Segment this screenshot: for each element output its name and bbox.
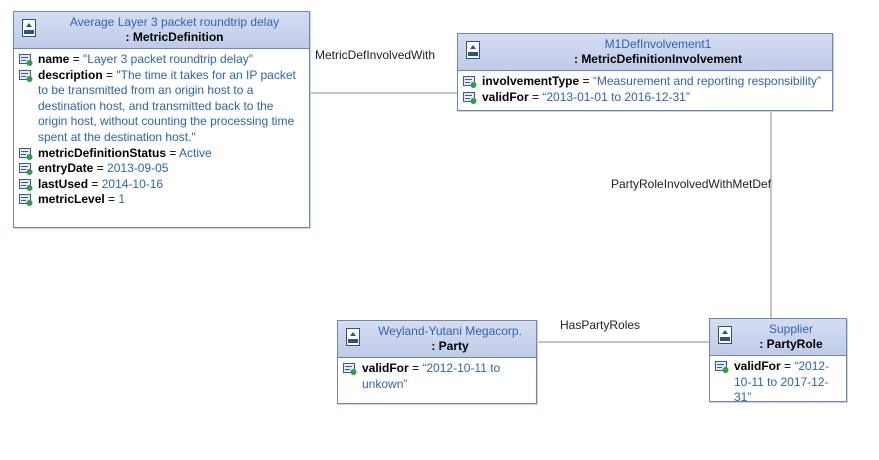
metric-definition-header: Average Layer 3 packet roundtrip delay :… xyxy=(14,12,309,49)
attribute-row[interactable]: metricDefinitionStatus = Active xyxy=(18,146,305,162)
party-header: Weyland-Yutani Megacorp. : Party xyxy=(338,321,536,358)
attribute-name: validFor xyxy=(482,89,529,104)
metric-involvement-header: M1DefInvolvement1 : MetricDefinitionInvo… xyxy=(458,34,832,71)
object-class-name: : PartyRole xyxy=(759,337,823,351)
attribute-name: involvementType xyxy=(482,74,580,88)
metric-involvement-object[interactable]: M1DefInvolvement1 : MetricDefinitionInvo… xyxy=(457,33,833,111)
attribute-name: metricDefinitionStatus xyxy=(38,145,167,160)
attribute-icon xyxy=(715,361,729,373)
attribute-row[interactable]: entryDate = 2013-09-05 xyxy=(18,161,305,177)
object-icon xyxy=(466,41,480,59)
attribute-row[interactable]: description = "The time it takes for an … xyxy=(18,68,305,146)
object-class-name: : MetricDefinitionInvolvement xyxy=(573,52,743,66)
attribute-value: “2012-10-11 to unkown” xyxy=(362,361,501,391)
attribute-value: Active xyxy=(179,145,212,160)
object-icon xyxy=(346,328,360,346)
attribute-icon xyxy=(19,194,33,207)
attribute-value: "The time it takes for an IP packet to b… xyxy=(38,67,296,144)
attribute-value: “2012-10-11 to 2017-12-31” xyxy=(734,359,830,405)
attribute-row[interactable]: validFor = “2012-10-11 to 2017-12-31” xyxy=(714,359,842,406)
link-label-involvement-role: PartyRoleInvolvedWithMetDef xyxy=(611,177,772,191)
party-role-header: Supplier : PartyRole xyxy=(710,319,846,356)
attribute-icon xyxy=(343,363,357,375)
metric-definition-attributes: name = "Layer 3 packet roundtrip delay" … xyxy=(14,49,309,211)
object-instance-name: M1DefInvolvement1 xyxy=(604,37,712,51)
attribute-icon xyxy=(19,178,33,191)
attribute-row[interactable]: validFor = “2012-10-11 to unkown” xyxy=(342,361,532,392)
link-label-party-role: HasPartyRoles xyxy=(560,318,641,332)
attribute-name: validFor xyxy=(362,361,409,375)
attribute-name: entryDate xyxy=(38,161,94,176)
attribute-row[interactable]: validFor = “2013-01-01 to 2016-12-31” xyxy=(462,90,828,106)
attribute-row[interactable]: metricLevel = 1 xyxy=(18,192,305,208)
object-class-name: : MetricDefinition xyxy=(125,30,224,44)
attribute-icon xyxy=(19,147,33,160)
attribute-value: 1 xyxy=(118,192,126,207)
attribute-icon xyxy=(19,163,33,176)
attribute-name: name xyxy=(38,52,70,66)
attribute-name: lastUsed xyxy=(38,176,89,191)
attribute-icon xyxy=(19,69,33,82)
attribute-icon xyxy=(19,54,33,66)
attribute-value: 2014-10-16 xyxy=(101,176,164,191)
object-instance-name: Supplier xyxy=(768,322,814,336)
metric-involvement-attributes: involvementType = “Measurement and repor… xyxy=(458,71,832,108)
attribute-row[interactable]: name = "Layer 3 packet roundtrip delay" xyxy=(18,52,305,68)
object-class-name: : Party xyxy=(431,339,469,353)
party-object[interactable]: Weyland-Yutani Megacorp. : Party validFo… xyxy=(337,320,537,404)
party-role-object[interactable]: Supplier : PartyRole validFor = “2012-10… xyxy=(709,318,847,404)
attribute-name: validFor xyxy=(734,359,781,373)
attribute-row[interactable]: lastUsed = 2014-10-16 xyxy=(18,177,305,193)
link-label-metric-involvement: MetricDefInvolvedWith xyxy=(315,48,436,62)
object-instance-name: Average Layer 3 packet roundtrip delay xyxy=(69,15,280,29)
attribute-icon xyxy=(463,91,477,104)
attribute-value: “Measurement and reporting responsibilit… xyxy=(592,74,821,88)
metric-definition-object[interactable]: Average Layer 3 packet roundtrip delay :… xyxy=(13,11,310,228)
attribute-value: 2013-09-05 xyxy=(107,161,169,176)
object-instance-name: Weyland-Yutani Megacorp. xyxy=(378,324,522,338)
party-attributes: validFor = “2012-10-11 to unkown” xyxy=(338,358,536,395)
party-role-attributes: validFor = “2012-10-11 to 2017-12-31” xyxy=(710,356,846,409)
attribute-value: "Layer 3 packet roundtrip delay" xyxy=(83,52,253,66)
attribute-row[interactable]: involvementType = “Measurement and repor… xyxy=(462,74,828,90)
object-icon xyxy=(22,19,36,37)
attribute-value: “2013-01-01 to 2016-12-31” xyxy=(542,89,690,104)
object-icon xyxy=(718,326,732,344)
attribute-name: description xyxy=(38,67,103,82)
attribute-name: metricLevel xyxy=(38,192,105,207)
attribute-icon xyxy=(463,76,477,88)
